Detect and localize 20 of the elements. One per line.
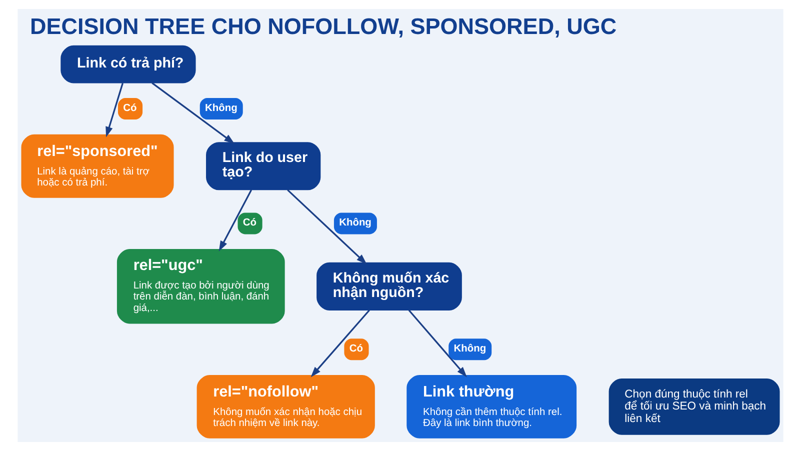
node-box: Link có trả phí?	[60, 44, 196, 83]
edge-label: Có	[122, 102, 136, 114]
edge-label: Không	[338, 217, 371, 228]
node-box: Không muốn xác nhận nguồn?	[316, 262, 462, 310]
node-box: Chọn đúng thuộc tính rel để tối ưu SEO và minh bạch liên kết	[608, 378, 780, 434]
edge-label: Có	[242, 217, 256, 228]
arrow	[286, 188, 366, 264]
arrow	[408, 309, 466, 377]
diagram-title: DECISION TREE CHO NOFOLLOW, SPONSORED, UGC	[29, 14, 616, 39]
arrow	[218, 189, 252, 251]
arrow	[105, 82, 123, 137]
node-box: rel="ugc" Link được tạo bởi người dùng trên diễn đàn, bình luận, đánh giá,...	[116, 248, 284, 324]
node-box: Link thường Không cần thêm thuộc tính rel. Đây là link bình thường.	[406, 374, 576, 438]
arrow	[151, 82, 234, 144]
edge-label: Không	[204, 102, 237, 114]
edge-label: Không	[453, 342, 486, 354]
node-box: rel="nofollow" Không muốn xác nhận hoặc chịu trách nhiệm về link này.	[196, 374, 374, 438]
node-box: rel="sponsored" Link là quảng cáo, tài trợ hoặc có trả phí.	[20, 134, 174, 198]
edge-label: Có	[348, 342, 362, 354]
node-box: Link do user tạo?	[206, 142, 320, 190]
